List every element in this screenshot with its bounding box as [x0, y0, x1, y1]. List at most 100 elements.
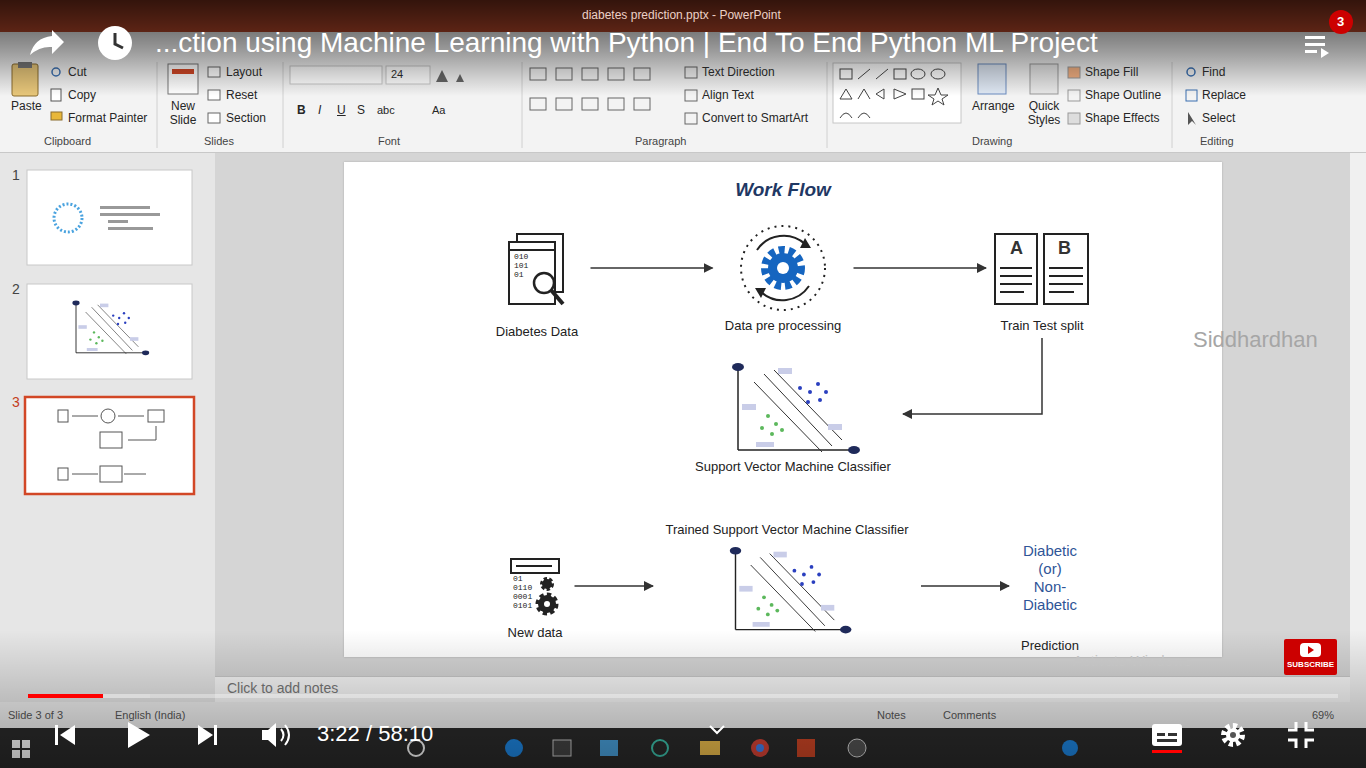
- thumbnail-text-line: [100, 206, 150, 209]
- ui-label: Text Direction: [702, 65, 775, 79]
- workflow-step: Diabetic (or) Non-DiabeticPrediction: [1015, 542, 1085, 658]
- ui-label: 3: [1337, 14, 1344, 30]
- ui-label: English (India): [115, 709, 185, 722]
- settings-icon: [1230, 732, 1236, 738]
- exit-fullscreen-icon: [1288, 722, 1314, 748]
- app-icon: [652, 740, 668, 756]
- ui-label: 0110: [513, 584, 532, 593]
- subtitles-icon: [1152, 724, 1182, 746]
- ui-label: Comments: [943, 709, 996, 722]
- copy-icon: [51, 89, 61, 101]
- ui-label: Editing: [1200, 135, 1234, 148]
- workflow-step: Train Test split: [992, 228, 1092, 334]
- ui-label: abc: [377, 104, 395, 117]
- arrange-icon: [978, 64, 1006, 94]
- shape: [840, 69, 852, 79]
- corner: [1306, 722, 1314, 730]
- ui-label: Shape Outline: [1085, 88, 1161, 102]
- edge-icon: [505, 739, 523, 757]
- align-icon: [556, 98, 572, 110]
- gear-hole: [777, 262, 789, 274]
- corner: [1288, 722, 1296, 730]
- painter-icon: [51, 112, 62, 120]
- step-caption: Trained Support Vector Machine Classifie…: [665, 522, 909, 538]
- mini-icon: [58, 410, 68, 422]
- previous-icon: [55, 725, 58, 745]
- cut-icon: [52, 68, 60, 76]
- shape-outline-icon: [1068, 90, 1080, 101]
- document: [995, 234, 1037, 304]
- ui-label: Select: [1202, 111, 1235, 125]
- mini-line: [72, 474, 98, 475]
- mini-icon: [58, 468, 68, 480]
- thumbnail-text-line: [100, 213, 160, 216]
- taskbar-icons: [12, 739, 1078, 758]
- preprocessing-icon: [741, 226, 825, 310]
- mini-line: [124, 474, 146, 475]
- next-icon: [198, 725, 213, 745]
- progress-played: [28, 694, 103, 698]
- workflow-step: Data pre processing: [719, 224, 848, 334]
- youtube-logo: [1308, 646, 1314, 654]
- ui-label: B: [297, 103, 306, 117]
- subtitles-icon: [1157, 733, 1165, 736]
- ui-label: Align Text: [702, 88, 754, 102]
- align-icon: [582, 98, 598, 110]
- ui-label: 01: [514, 271, 524, 280]
- ui-label: 101: [514, 262, 528, 271]
- shape: [858, 113, 870, 118]
- flow-arrow: [903, 338, 1042, 414]
- ui-label: 3:22 / 58:10: [317, 721, 433, 747]
- flow-arrow: [854, 267, 987, 269]
- ui-label: I: [318, 103, 321, 117]
- step-caption: Data pre processing: [725, 318, 842, 334]
- shape: [876, 89, 884, 99]
- ui-label: Cut: [68, 65, 87, 79]
- svm-figure: [732, 363, 860, 454]
- playlist-icon: [1321, 48, 1329, 58]
- paragraph-icons: [530, 67, 697, 124]
- volume-wave: [281, 729, 284, 741]
- watch-later-icon: [98, 26, 132, 60]
- ui-label: Reset: [226, 88, 257, 102]
- ui-label: 2: [12, 281, 20, 298]
- shape: [928, 88, 948, 105]
- train-test-icon: [995, 234, 1088, 304]
- shape-effects-icon: [1068, 113, 1080, 124]
- line: [1049, 283, 1083, 285]
- indent-icon: [608, 68, 624, 80]
- ui-label: Shape Effects: [1085, 111, 1160, 125]
- slide-thumbnail-selected: [25, 397, 194, 494]
- mini-line: [72, 416, 98, 417]
- ui-label: U: [337, 103, 346, 117]
- ui-label: Activate Windows: [1073, 652, 1191, 670]
- trained-svm-figure: [730, 547, 852, 633]
- ui-label: Quick Styles: [1025, 99, 1063, 128]
- find-icon: [1187, 68, 1195, 76]
- card-line: [516, 565, 552, 567]
- ui-label: 0001: [513, 593, 532, 602]
- mini-icon: [100, 466, 122, 482]
- window-bar: [509, 249, 555, 251]
- notification-badge: [1329, 10, 1353, 34]
- ui-label: Layout: [226, 65, 262, 79]
- thumbnail-logo: [54, 204, 82, 232]
- text-direction-icon: [685, 67, 697, 78]
- replace-icon: [1186, 90, 1197, 101]
- align-icon: [530, 98, 546, 110]
- mini-line: [128, 426, 156, 440]
- group-separator: [1172, 62, 1173, 148]
- thumbnail-svm: [72, 301, 149, 356]
- shape: [858, 69, 870, 79]
- cycle-arrow-head: [755, 288, 766, 298]
- slide-thumbnail: [27, 170, 192, 265]
- ui-label: Slides: [204, 135, 234, 148]
- mini-line: [118, 416, 144, 417]
- shape: [840, 89, 852, 99]
- shape: [858, 89, 870, 99]
- ui-label: 3: [12, 394, 20, 411]
- ui-label: Paragraph: [635, 135, 686, 148]
- thumbnail-text-line: [108, 220, 128, 223]
- settings-icon: [1226, 728, 1240, 742]
- ui-label: Click to add notes: [227, 680, 338, 697]
